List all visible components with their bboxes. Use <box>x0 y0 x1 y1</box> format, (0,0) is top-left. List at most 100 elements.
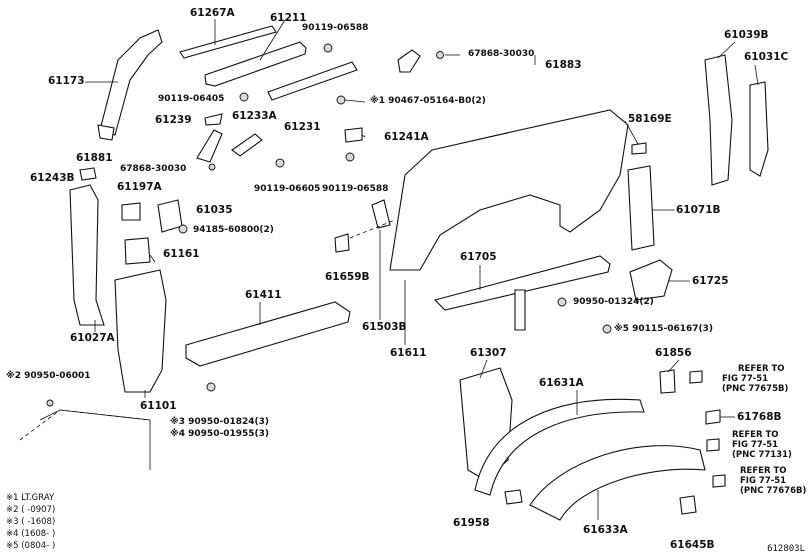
nut-94185-60800 <box>178 224 188 234</box>
label-61503b: 61503B <box>362 321 407 333</box>
part-61856-shape <box>659 369 676 394</box>
footnote-2: ※2 ( -0907) <box>6 505 56 515</box>
label-90115-06167: ※5 90115-06167(3) <box>614 324 713 334</box>
part-61211-shape <box>204 41 307 87</box>
diagram-id: 612803L <box>767 544 805 554</box>
leader-61031c <box>754 64 759 86</box>
footnote-4: ※4 (1608- ) <box>6 529 56 539</box>
part-61231-shape <box>267 61 358 101</box>
part-61631a-arch <box>474 398 645 496</box>
label-90950-01324: 90950-01324(2) <box>573 297 654 307</box>
window-frame-edge <box>39 409 151 470</box>
refer-to-77675b-line2: FIG 77-51 <box>722 374 769 384</box>
part-61705-shape <box>433 255 611 311</box>
refer-to-77676b: REFER TO FIG 77-51 (PNC 77676B) <box>740 466 806 496</box>
label-61725: 61725 <box>692 275 729 287</box>
clip-90950-01824 <box>206 382 216 392</box>
label-61031c: 61031C <box>744 51 789 63</box>
refer-to-77131: REFER TO FIG 77-51 (PNC 77131) <box>732 430 792 460</box>
label-61881: 61881 <box>76 152 113 164</box>
nut-90950-01324 <box>557 297 567 307</box>
part-61881-shape <box>196 129 223 163</box>
part-61725-shape <box>629 259 673 301</box>
label-61307: 61307 <box>470 347 507 359</box>
bolt-90119-06605 <box>275 158 285 168</box>
footnote-1: ※1 LT.GRAY <box>6 493 55 503</box>
label-61211: 61211 <box>270 12 307 24</box>
label-61039b: 61039B <box>724 29 769 41</box>
label-61027a: 61027A <box>70 332 115 344</box>
label-61633a: 61633A <box>583 524 628 536</box>
part-61173-foot <box>97 124 115 141</box>
label-90950-01824: ※3 90950-01824(3) <box>170 417 269 427</box>
refer-to-77676b-line2: FIG 77-51 <box>740 476 787 486</box>
part-58169e-shape <box>631 142 647 155</box>
label-61705: 61705 <box>460 251 497 263</box>
label-90467-05164: ※1 90467-05164-B0(2) <box>370 96 486 106</box>
window-frame-outline <box>19 409 151 441</box>
leader-61307 <box>479 359 488 379</box>
label-61267a: 61267A <box>190 7 235 19</box>
label-61958: 61958 <box>453 517 490 529</box>
clip-90950-06001 <box>46 399 54 407</box>
label-61856: 61856 <box>655 347 692 359</box>
label-90950-06001: ※2 90950-06001 <box>6 371 91 381</box>
clip-67868-30030-b <box>208 163 216 171</box>
part-61101-shape <box>114 269 167 393</box>
label-61241a: 61241A <box>384 131 429 143</box>
part-61411-shape <box>185 301 351 367</box>
footnote-5: ※5 (0804- ) <box>6 541 56 551</box>
refer-to-77675b-line1: REFER TO <box>738 364 785 374</box>
part-61071b-shape <box>627 165 655 251</box>
label-61071b: 61071B <box>676 204 721 216</box>
leader-61659b <box>349 219 396 239</box>
label-61659b: 61659B <box>325 271 370 283</box>
bolt-90119-06588-b <box>345 152 355 162</box>
label-61173: 61173 <box>48 75 85 87</box>
leader-61161 <box>149 254 156 263</box>
refer-to-77675b: REFER TO FIG 77-51 (PNC 77675B) <box>722 364 788 394</box>
clip-67868-30030-top <box>436 51 444 59</box>
part-61503b-shape <box>371 199 391 229</box>
part-61768b-shape <box>705 409 721 425</box>
part-61233a-shape <box>231 133 263 157</box>
label-61239: 61239 <box>155 114 192 126</box>
part-61241a-shape <box>344 127 363 143</box>
label-61883: 61883 <box>545 59 582 71</box>
part-61031c-shape <box>749 81 769 177</box>
part-61958-shape <box>504 489 523 505</box>
label-90119-06588-a: 90119-06588 <box>302 23 369 33</box>
label-61411: 61411 <box>245 289 282 301</box>
part-61243b-shape <box>79 167 97 181</box>
part-61267a-shape <box>179 25 277 59</box>
label-61768b: 61768B <box>737 411 782 423</box>
label-61233a: 61233A <box>232 110 277 122</box>
label-90950-01955: ※4 90950-01955(3) <box>170 429 269 439</box>
part-61035-shape <box>157 199 183 233</box>
part-61633a-liner <box>529 445 706 521</box>
part-61039b-shape <box>704 54 733 186</box>
part-61173-shape <box>99 29 163 136</box>
leader-61856 <box>667 359 680 373</box>
label-61101: 61101 <box>140 400 177 412</box>
refer-to-77676b-line3: (PNC 77676B) <box>740 486 807 496</box>
clip-90467 <box>336 95 346 105</box>
part-61197a-shape <box>121 202 141 221</box>
label-58169e: 58169E <box>628 113 672 125</box>
part-61883-clip <box>397 49 421 73</box>
part-61705-bracket <box>514 289 526 331</box>
label-67868-30030-b: 67868-30030 <box>120 164 187 174</box>
leader-61039b <box>717 41 736 59</box>
part-61027a-shape <box>69 184 105 326</box>
label-67868-30030-a: 67868-30030 <box>468 49 535 59</box>
ref-bracket-3 <box>712 474 726 488</box>
label-61645b: 61645B <box>670 539 715 551</box>
label-90119-06605: 90119-06605 <box>254 184 321 194</box>
leader-90467 <box>344 99 366 103</box>
label-61161: 61161 <box>163 248 200 260</box>
bolt-90119-06405 <box>239 92 249 102</box>
label-61197a: 61197A <box>117 181 162 193</box>
part-61659b-shape <box>334 233 350 253</box>
